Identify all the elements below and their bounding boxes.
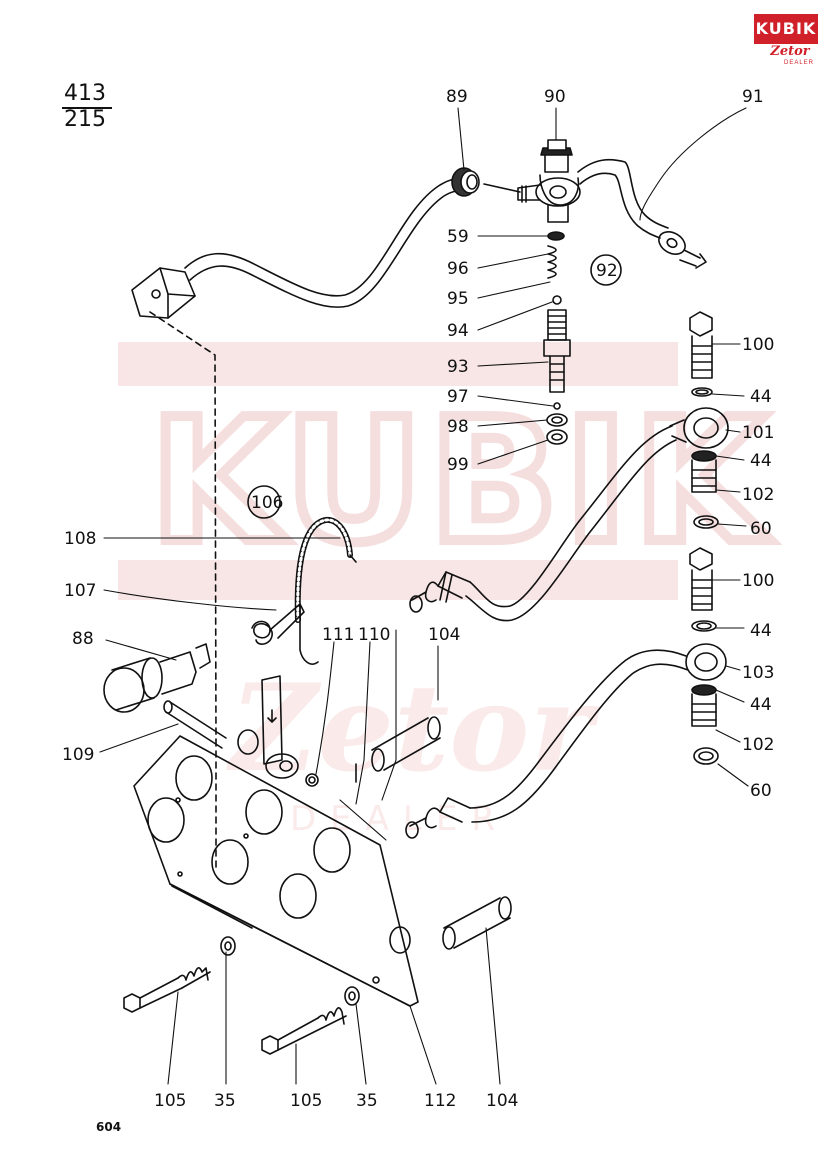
callout-44-b: 44 <box>750 451 772 471</box>
callout-95: 95 <box>447 289 469 309</box>
pipe-91 <box>577 158 707 269</box>
callout-89: 89 <box>446 87 468 107</box>
callout-59: 59 <box>447 227 469 247</box>
callout-98: 98 <box>447 417 469 437</box>
callout-35-left: 35 <box>214 1091 236 1111</box>
callout-110: 110 <box>358 625 390 645</box>
pipe-end-fitting-upper <box>409 571 471 613</box>
callout-93: 93 <box>447 357 469 377</box>
washer-35-left <box>220 936 236 956</box>
callout-102-upper: 102 <box>742 485 774 505</box>
valve-stack <box>543 231 571 445</box>
reference-bottom: 215 <box>64 107 106 132</box>
callout-107: 107 <box>64 581 96 601</box>
circle-106 <box>247 485 281 519</box>
upper-left-pipe <box>184 178 467 308</box>
callout-99: 99 <box>447 455 469 475</box>
brand-name: KUBIK <box>755 19 817 38</box>
callout-97: 97 <box>447 387 469 407</box>
svg-text:Zetor: Zetor <box>226 658 600 799</box>
pipe-103 <box>469 649 689 823</box>
callout-111: 111 <box>322 625 354 645</box>
banjo-fitting-90 <box>517 139 581 223</box>
callout-96: 96 <box>447 259 469 279</box>
callout-44-a: 44 <box>750 387 772 407</box>
pipe-101 <box>465 425 677 622</box>
brand-dealer: DEALER <box>784 60 815 66</box>
svg-text:KUBIK: KUBIK <box>150 383 771 581</box>
callout-60-upper: 60 <box>750 519 772 539</box>
pipe-end-fitting-lower <box>405 797 471 839</box>
switch-88 <box>103 643 211 713</box>
nut-89 <box>451 167 480 197</box>
washer-35-right <box>344 986 360 1006</box>
lever-bracket <box>237 675 357 787</box>
callout-103: 103 <box>742 663 774 683</box>
page-number: 604 <box>96 1120 122 1134</box>
banjo-bolt-100-lower <box>689 547 717 632</box>
reference-divider <box>62 107 112 109</box>
bolt-105-left <box>123 967 211 1013</box>
callout-105-right: 105 <box>290 1091 322 1111</box>
callout-102-lower: 102 <box>742 735 774 755</box>
spring-107 <box>251 603 319 665</box>
sleeve-104-upper <box>371 716 441 772</box>
callout-108: 108 <box>64 529 96 549</box>
leader-89-to-fitting <box>483 183 521 193</box>
callout-104-upper: 104 <box>428 625 460 645</box>
callout-105-left: 105 <box>154 1091 186 1111</box>
svg-text:DEALER: DEALER <box>290 799 509 839</box>
banjo-101 <box>669 407 729 529</box>
sleeve-104-lower <box>442 896 512 950</box>
callout-35-right: 35 <box>356 1091 378 1111</box>
callout-44-d: 44 <box>750 695 772 715</box>
callout-104-lower: 104 <box>486 1091 518 1111</box>
callout-94: 94 <box>447 321 469 341</box>
spring-108 <box>294 517 357 623</box>
callout-109: 109 <box>62 745 94 765</box>
reference-top: 413 <box>64 81 106 106</box>
callout-106: 106 <box>251 493 283 513</box>
dashed-guide-1 <box>149 311 217 741</box>
bolt-105-right <box>261 1007 347 1055</box>
callout-60-lower: 60 <box>750 781 772 801</box>
callout-88: 88 <box>72 629 94 649</box>
kubik-zetor-logo: KUBIK Zetor DEALER <box>754 14 818 70</box>
circle-92 <box>590 254 622 286</box>
callout-90: 90 <box>544 87 566 107</box>
left-pipe-end-fitting <box>131 267 196 319</box>
banjo-bolt-100-upper <box>689 311 713 397</box>
callout-112: 112 <box>424 1091 456 1111</box>
brand-box <box>754 14 818 44</box>
callout-92: 92 <box>596 261 618 281</box>
callout-44-c: 44 <box>750 621 772 641</box>
callout-100-upper: 100 <box>742 335 774 355</box>
callout-91: 91 <box>742 87 764 107</box>
callout-100-lower: 100 <box>742 571 774 591</box>
callout-101: 101 <box>742 423 774 443</box>
brand-sub: Zetor <box>770 44 810 59</box>
leader-lines <box>99 107 749 1085</box>
banjo-103 <box>685 643 727 765</box>
